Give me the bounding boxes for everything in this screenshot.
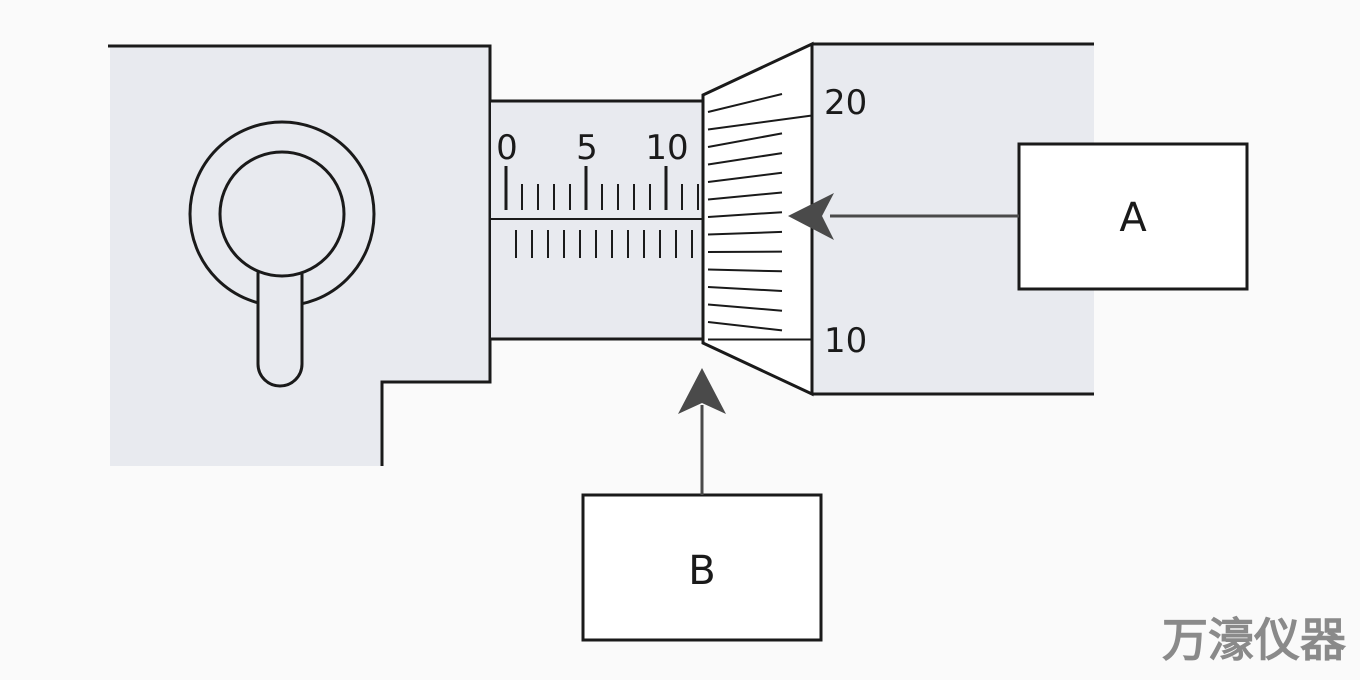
thimble-tick xyxy=(707,191,783,201)
thimble-tick xyxy=(707,303,783,312)
thimble-tick xyxy=(707,268,783,273)
thimble-tick xyxy=(707,171,783,183)
thimble-tick xyxy=(707,114,813,131)
watermark-text: 万濠仪器 xyxy=(1162,613,1347,667)
thimble-tick xyxy=(707,321,783,332)
sleeve-scale xyxy=(504,166,699,258)
callout-b-box xyxy=(581,493,823,642)
thimble-tick xyxy=(707,152,783,166)
thimble-tick xyxy=(707,93,783,113)
sleeve-label-5: 5 xyxy=(576,128,598,168)
callout-a-arrowhead xyxy=(788,193,834,240)
lock-ring-icon xyxy=(188,120,376,388)
thimble-tick xyxy=(707,230,783,236)
thimble-tick xyxy=(707,132,783,148)
thimble-scale xyxy=(707,93,813,341)
callout-a-label: A xyxy=(1119,195,1147,241)
frame-outline xyxy=(108,44,492,466)
thimble-tick xyxy=(707,211,783,218)
sleeve-label-10: 10 xyxy=(645,128,688,168)
thimble-tick xyxy=(707,286,783,292)
callout-a-box xyxy=(1017,142,1249,291)
sleeve-label-0: 0 xyxy=(496,128,518,168)
thimble-label-10: 10 xyxy=(824,321,867,361)
thimble-label-20: 20 xyxy=(824,83,867,123)
callout-b-arrowhead xyxy=(678,368,726,414)
callout-b-label: B xyxy=(688,548,715,594)
